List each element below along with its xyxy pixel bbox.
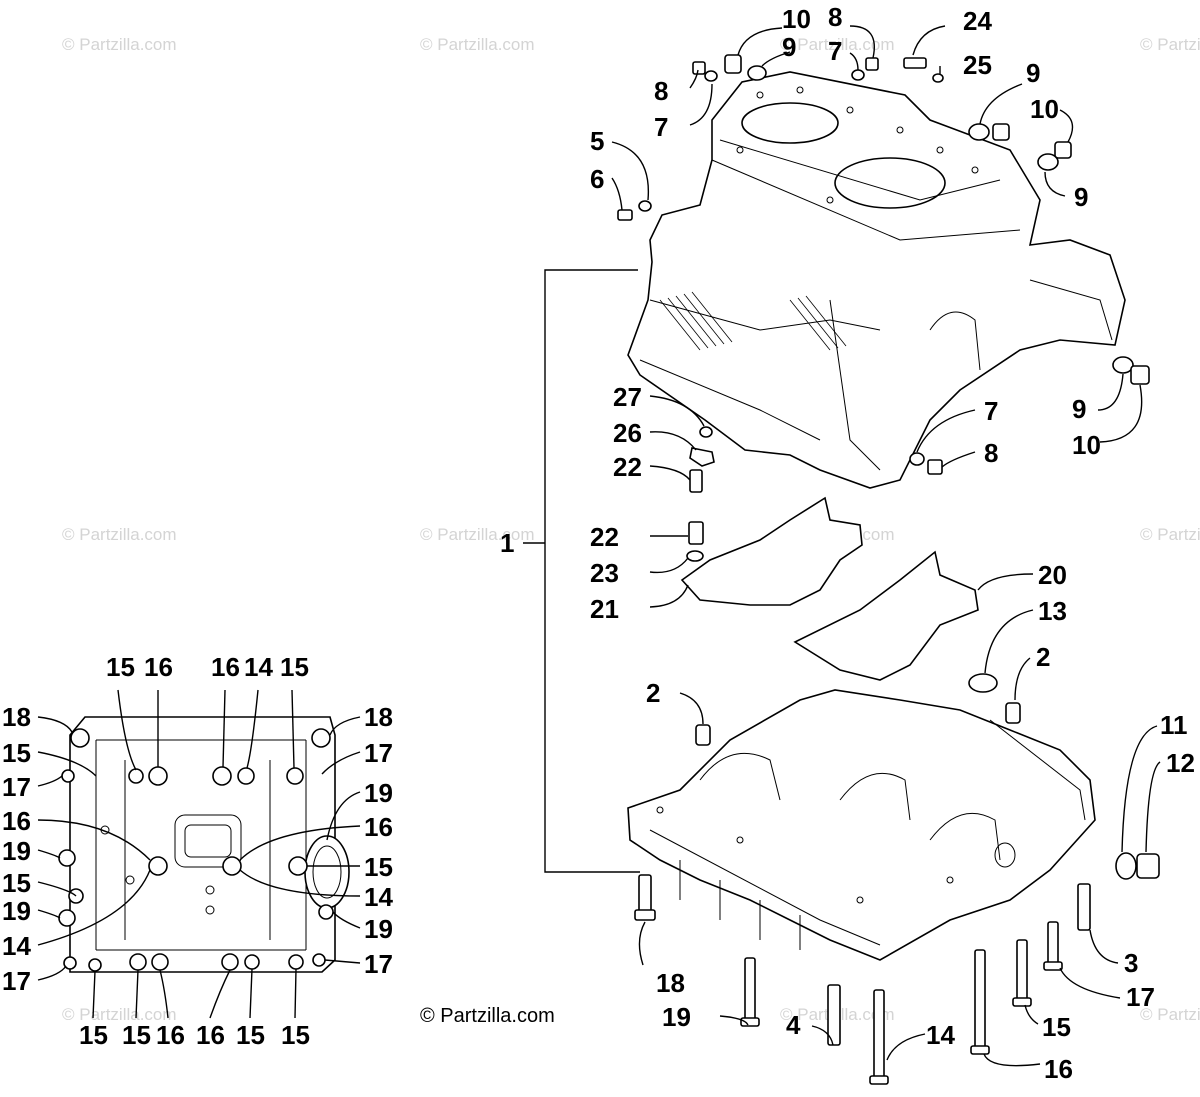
hardware-parts [617,54,1160,1085]
callout-label: 15 [281,1020,310,1050]
watermark: © Partzilla.com [62,525,177,544]
callout-label: 15 [79,1020,108,1050]
fin-hatching [659,291,847,351]
callout-label: 15 [236,1020,265,1050]
callout-label: 19 [2,896,31,926]
callout-label: 2 [646,678,660,708]
callout-label: 14 [364,882,393,912]
callout-label: 26 [613,418,642,448]
watermark: © Partzilla.com [780,35,895,54]
callout-label: 16 [144,652,173,682]
callout-label: 27 [613,382,642,412]
watermark: © Partzilla.com [420,525,535,544]
callout-label: 19 [364,778,393,808]
callout-label: 24 [963,6,992,36]
callout-label: 16 [1044,1054,1073,1084]
callout-label: 16 [211,652,240,682]
callout-label: 6 [590,164,604,194]
callout-label: 18 [2,702,31,732]
callout-label: 16 [2,806,31,836]
callout-label: 14 [926,1020,955,1050]
callout-label: 9 [1072,394,1086,424]
callout-label: 10 [1072,430,1101,460]
callout-label: 16 [196,1020,225,1050]
callout-label: 7 [984,396,998,426]
callout-label: 15 [1042,1012,1071,1042]
callout-label: 9 [1026,58,1040,88]
callout-label: 5 [590,126,604,156]
callout-label: 14 [2,931,31,961]
callout-label: 10 [1030,94,1059,124]
callout-label: 14 [244,652,273,682]
inset-callouts: 15 16 16 14 15 18 18 15 17 17 19 16 16 1… [2,652,393,1050]
callout-label: 17 [2,772,31,802]
callout-label: 19 [662,1002,691,1032]
callout-label: 1 [500,528,514,558]
callout-label: 7 [654,112,668,142]
callout-label: 11 [1160,710,1188,740]
watermark: © Partzilla.com [62,1005,177,1024]
callout-label: 10 [782,4,811,34]
callout-label: 22 [590,522,619,552]
upper-crankcase-drawing [627,71,1126,489]
inset-leader-lines [37,689,361,1019]
copyright-notice: © Partzilla.com [420,1005,555,1027]
callout-label: 20 [1038,560,1067,590]
callout-label: 15 [364,852,393,882]
callout-label: 23 [590,558,619,588]
callout-label: 8 [654,76,668,106]
inset-bottom-view [58,716,350,973]
callout-label: 7 [828,36,842,66]
callout-label: 17 [364,949,393,979]
watermark: © Partzilla.com [420,35,535,54]
lower-crankcase-drawing [627,689,1096,961]
callout-label: 25 [963,50,992,80]
callout-label: 17 [1126,982,1155,1012]
callout-label: 22 [613,452,642,482]
watermark: © Partzilla.com [1140,525,1200,544]
callout-label: 15 [2,868,31,898]
callout-label: 2 [1036,642,1050,672]
callout-label: 15 [106,652,135,682]
callout-label: 19 [364,914,393,944]
callout-label: 12 [1166,748,1195,778]
callout-label: 15 [2,738,31,768]
callout-label: 19 [2,836,31,866]
watermark: © Partzilla.com [62,35,177,54]
callout-label: 17 [2,966,31,996]
callout-label: 9 [782,32,796,62]
callout-label: 18 [656,968,685,998]
callout-label: 4 [786,1010,801,1040]
callout-label: 18 [364,702,393,732]
callout-label: 17 [364,738,393,768]
leader-lines [611,25,1161,1067]
callout-label: 15 [122,1020,151,1050]
callout-label: 3 [1124,948,1138,978]
callout-label: 9 [1074,182,1088,212]
callout-label: 8 [984,438,998,468]
main-callouts: 10 9 8 7 24 25 8 7 9 10 5 6 9 27 26 22 7… [500,2,1195,1084]
gasket-plates [680,496,979,681]
watermark: © Partzilla.com [1140,1005,1200,1024]
callout-label: 13 [1038,596,1067,626]
callout-label: 15 [280,652,309,682]
watermark: © Partzilla.com [1140,35,1200,54]
callout-label: 21 [590,594,619,624]
callout-label: 16 [364,812,393,842]
group-bracket [523,269,640,873]
callout-label: 16 [156,1020,185,1050]
callout-label: 8 [828,2,842,32]
